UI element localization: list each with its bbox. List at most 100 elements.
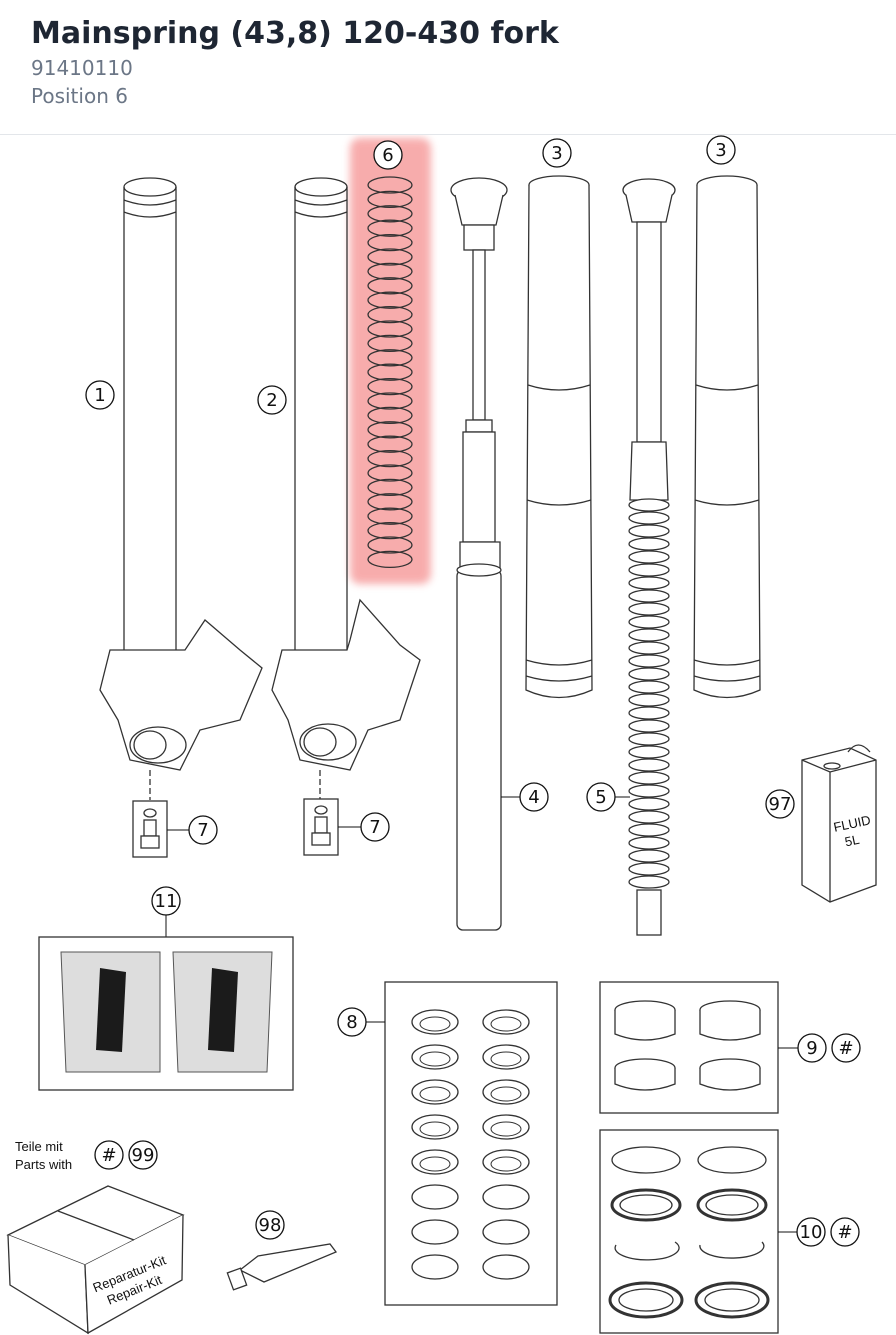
spring-coil <box>367 363 413 381</box>
seal-ring <box>411 1079 459 1105</box>
cartridge-coil <box>628 680 670 694</box>
callout-98[interactable] <box>255 1210 285 1240</box>
seal-ring-inner <box>419 1086 451 1102</box>
cartridge-coil <box>628 563 670 577</box>
seal-ring-inner <box>490 1121 522 1137</box>
callout-10-hash[interactable] <box>830 1217 860 1247</box>
highlight-position-6[interactable] <box>350 138 431 584</box>
seal-ring-inner <box>419 1016 451 1032</box>
seal-ring-inner <box>490 1156 522 1172</box>
part-97-fork-fluid[interactable] <box>801 744 877 903</box>
cartridge-coil <box>628 641 670 655</box>
cartridge-coil <box>628 732 670 746</box>
callout-5[interactable] <box>586 782 616 812</box>
spring-coil <box>367 392 413 410</box>
part-10-seals[interactable] <box>599 1129 779 1334</box>
page-title: Mainspring (43,8) 120-430 fork <box>31 16 559 51</box>
spring-coil <box>367 377 413 396</box>
spring-coil <box>367 349 413 367</box>
cartridge-coil <box>628 745 670 759</box>
exploded-parts-diagram: 1 2 6 4 3 <box>6 135 877 1335</box>
seal-ring-inner <box>419 1121 451 1137</box>
part-4-cartridge[interactable] <box>450 177 508 931</box>
callout-7a-label: 7 <box>197 820 208 841</box>
spring-coil <box>367 205 413 223</box>
spring-coil <box>367 262 413 281</box>
spring-coil <box>367 493 413 511</box>
part-5-spring-cartridge[interactable] <box>622 178 676 936</box>
callout-99-hash[interactable] <box>94 1140 124 1170</box>
callout-4[interactable] <box>519 782 549 812</box>
callout-97[interactable] <box>765 789 795 819</box>
fluid-volume-label: 5L <box>843 832 860 850</box>
part-3-inner-tube-a[interactable] <box>525 175 593 699</box>
seal-ring-inner <box>490 1016 522 1032</box>
spring-coil <box>367 277 413 295</box>
part-7-bolt-right[interactable] <box>303 798 339 856</box>
callout-99[interactable] <box>128 1140 158 1170</box>
callout-8[interactable] <box>337 1007 367 1037</box>
seal-ring-inner <box>419 1156 451 1172</box>
callout-9-hash-label: # <box>838 1038 853 1059</box>
part-98-grease-tube[interactable] <box>226 1243 338 1291</box>
position-label: Position 6 <box>31 84 128 108</box>
callout-10-label: 10 <box>800 1222 823 1243</box>
callout-7a[interactable] <box>188 815 218 845</box>
seal-ring <box>482 1044 530 1070</box>
cartridge-coil <box>628 849 670 863</box>
cartridge-coil <box>628 693 670 707</box>
cartridge-coil <box>628 537 670 551</box>
seal-ring <box>411 1184 459 1210</box>
callout-9[interactable] <box>797 1033 827 1063</box>
seal-ring-inner <box>490 1086 522 1102</box>
callout-10[interactable] <box>796 1217 826 1247</box>
teile-mit-label: Teile mit <box>15 1139 63 1154</box>
spring-coil <box>367 305 413 324</box>
cartridge-coil <box>628 576 670 590</box>
cartridge-coil <box>628 602 670 616</box>
part-1-outer-tube-left[interactable] <box>99 177 263 800</box>
part-3-inner-tube-b[interactable] <box>693 175 761 699</box>
cartridge-coil <box>628 667 670 681</box>
callout-9-hash[interactable] <box>831 1033 861 1063</box>
callout-8-label: 8 <box>346 1012 357 1033</box>
spring-coil <box>367 320 413 338</box>
cartridge-coil <box>628 524 670 538</box>
seal-ring <box>411 1044 459 1070</box>
part-2-outer-tube-right[interactable] <box>271 177 421 800</box>
seal-ring <box>411 1114 459 1140</box>
spring-coil <box>367 176 413 194</box>
part-6-mainspring[interactable] <box>367 176 413 569</box>
seal-ring <box>482 1184 530 1210</box>
callout-1[interactable] <box>85 380 115 410</box>
spring-coil <box>367 190 413 209</box>
page-header: Mainspring (43,8) 120-430 fork 91410110 … <box>0 0 896 135</box>
spring-coil <box>367 507 413 525</box>
callout-3a-label: 3 <box>551 143 562 164</box>
part-8-ring-set[interactable] <box>384 981 558 1306</box>
callout-2[interactable] <box>257 385 287 415</box>
cartridge-bottom <box>636 889 662 936</box>
part-9-bushings[interactable] <box>599 981 779 1114</box>
cartridge-coil <box>628 628 670 642</box>
cartridge-coil <box>628 589 670 603</box>
spring-coil <box>367 435 413 453</box>
cartridge-coil <box>628 654 670 668</box>
callout-6[interactable] <box>373 140 403 170</box>
spring-coil <box>367 421 413 439</box>
part-7-bolt-left[interactable] <box>132 800 168 858</box>
callout-3a[interactable] <box>542 138 572 168</box>
seal-ring <box>411 1219 459 1245</box>
callout-7b[interactable] <box>360 812 390 842</box>
part-11-decal-set[interactable] <box>38 936 294 1091</box>
callout-3b[interactable] <box>706 135 736 165</box>
cartridge-coil <box>628 810 670 824</box>
part-99-repair-kit-box[interactable] <box>6 1185 185 1335</box>
callout-99-label: 99 <box>132 1145 155 1166</box>
callout-99-hash-label: # <box>101 1145 116 1166</box>
seal-ring <box>482 1219 530 1245</box>
callout-10-hash-label: # <box>837 1222 852 1243</box>
cartridge-coil <box>628 784 670 798</box>
spring-coil <box>367 334 413 353</box>
seal-ring <box>482 1079 530 1105</box>
